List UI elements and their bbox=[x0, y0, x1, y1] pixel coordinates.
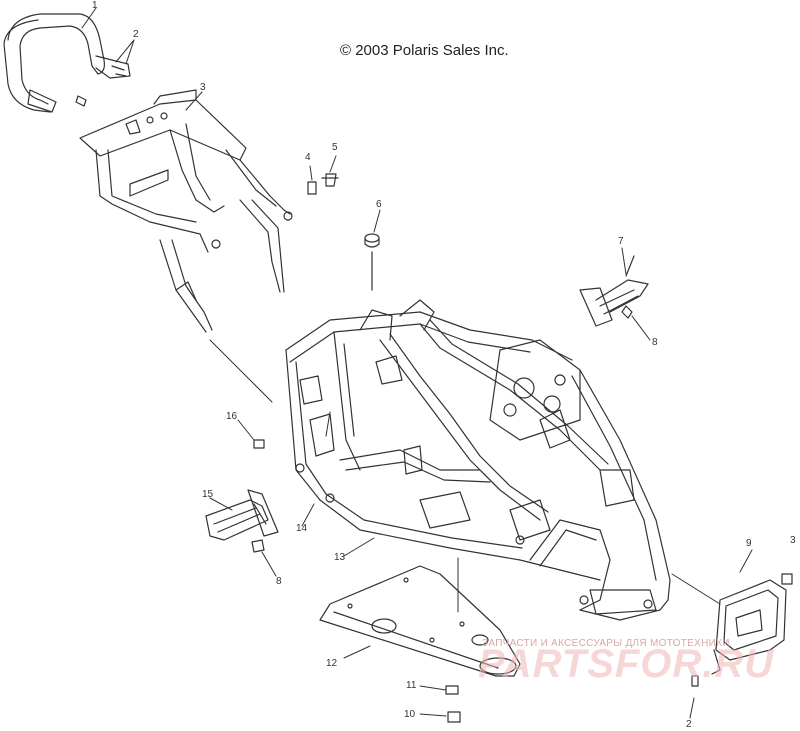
bolts-left bbox=[251, 439, 265, 553]
bolts-4-5 bbox=[307, 173, 339, 195]
grommet-6 bbox=[364, 233, 380, 291]
leader-lines bbox=[81, 7, 753, 719]
callout-7: 7 bbox=[618, 236, 624, 247]
callout-10: 10 bbox=[404, 709, 416, 720]
callout-5: 5 bbox=[332, 142, 338, 153]
callout-16: 16 bbox=[226, 411, 238, 422]
callout-8-right: 8 bbox=[652, 337, 658, 348]
main-frame bbox=[285, 299, 671, 621]
rear-subframe bbox=[79, 89, 293, 333]
callout-4: 4 bbox=[305, 152, 311, 163]
rear-grab-bar bbox=[3, 13, 131, 113]
callout-13: 13 bbox=[334, 552, 346, 563]
callout-11: 11 bbox=[406, 680, 417, 691]
callout-3: 3 bbox=[200, 82, 206, 93]
callout-15: 15 bbox=[202, 489, 214, 500]
skid-plate bbox=[319, 565, 521, 677]
callout-1: 1 bbox=[92, 0, 98, 11]
callout-14: 14 bbox=[296, 523, 308, 534]
right-footrest bbox=[579, 255, 649, 327]
watermark-tagline: ЗАПЧАСТИ И АКСЕССУАРЫ ДЛЯ МОТОТЕХНИКИ bbox=[482, 638, 730, 649]
skid-plate-fasteners bbox=[445, 685, 461, 723]
callout-2: 2 bbox=[133, 29, 139, 40]
callout-8-left: 8 bbox=[276, 576, 282, 587]
copyright-notice: © 2003 Polaris Sales Inc. bbox=[340, 42, 509, 59]
callout-3-front: 3 bbox=[790, 535, 796, 546]
callout-2-front: 2 bbox=[686, 719, 692, 730]
left-footrest bbox=[205, 489, 279, 541]
watermark-logo: PARTSFOR.RU bbox=[478, 642, 775, 686]
callout-6: 6 bbox=[376, 199, 382, 210]
callout-9: 9 bbox=[746, 538, 752, 549]
front-bumper bbox=[691, 573, 793, 687]
callout-12: 12 bbox=[326, 658, 338, 669]
